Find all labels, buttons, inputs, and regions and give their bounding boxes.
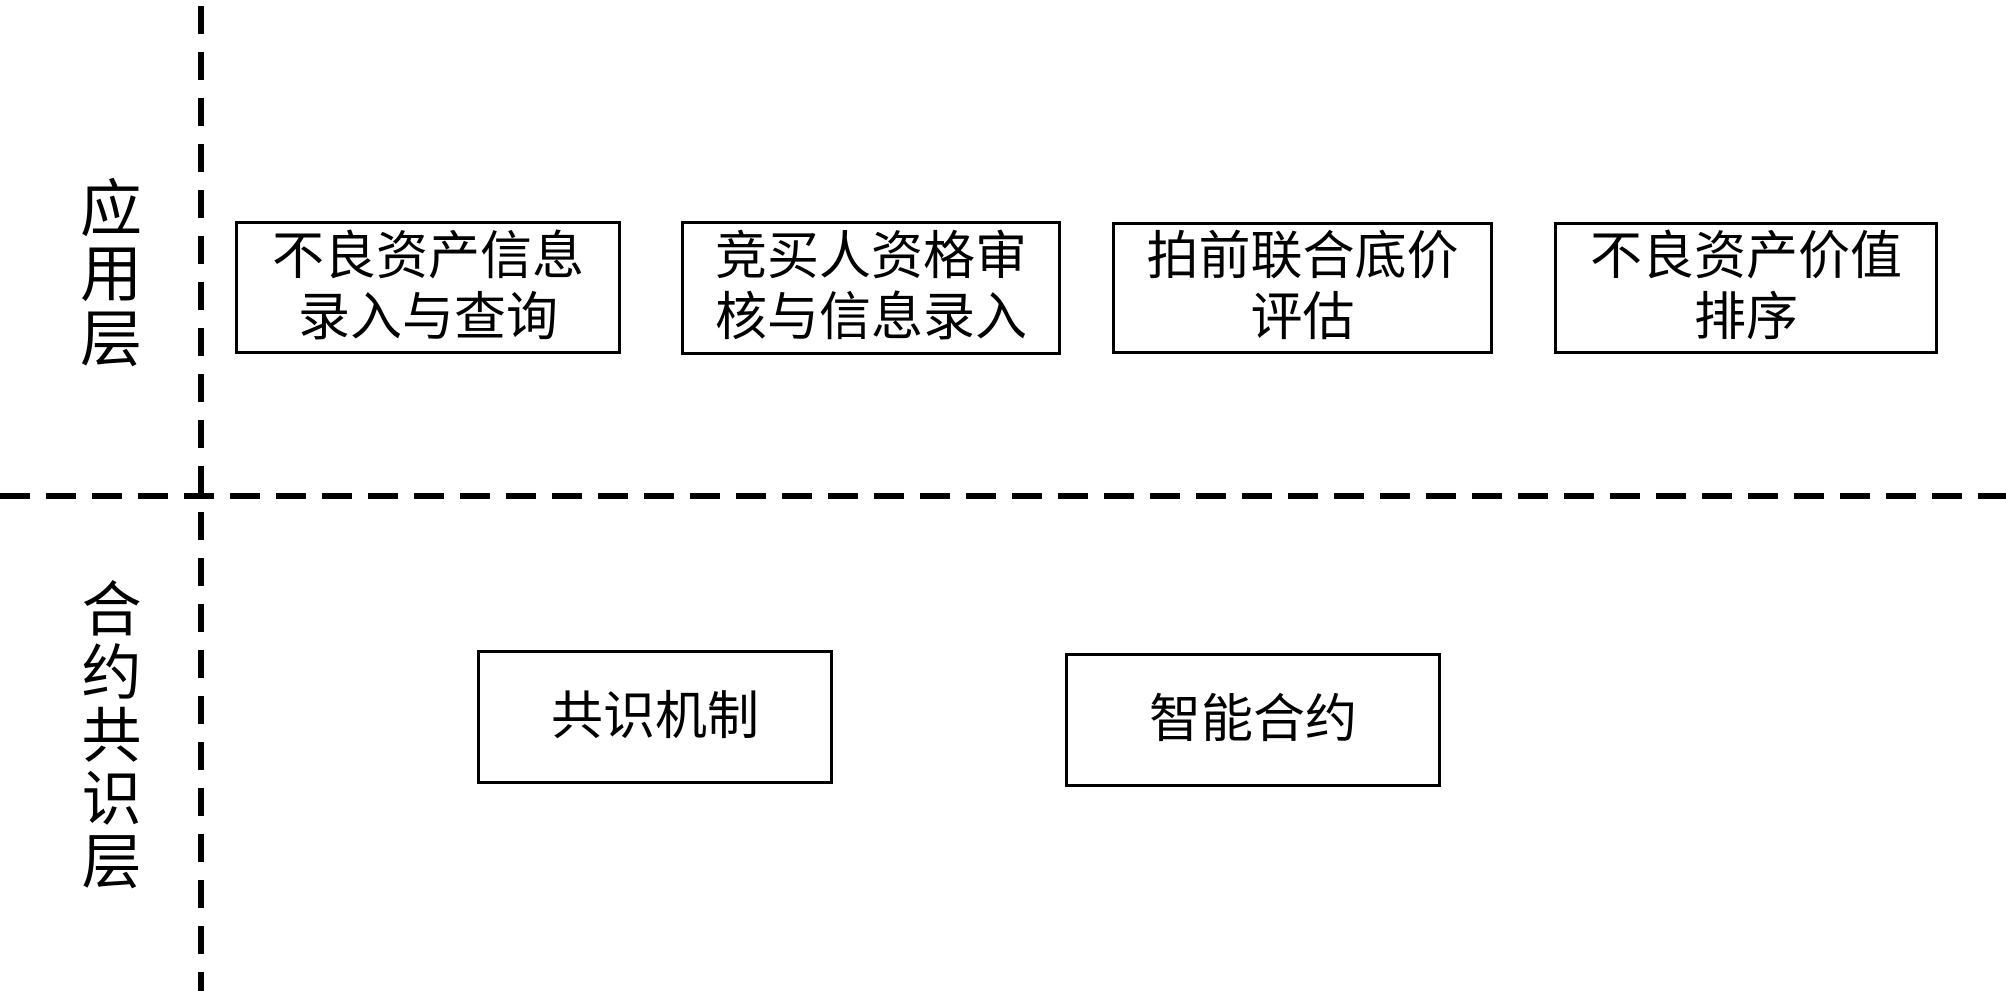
box-pre-auction-joint-reserve-price-evaluation: 拍前联合底价 评估 — [1112, 222, 1493, 354]
box-smart-contract: 智能合约 — [1065, 653, 1441, 787]
box-text-line: 评估 — [1250, 288, 1355, 348]
layer-label-contract-consensus: 合约共识层 — [71, 578, 141, 893]
box-text-line: 排序 — [1693, 288, 1798, 348]
box-text-line: 竞买人资格审 — [714, 227, 1027, 287]
layer-label-application: 应用层 — [69, 176, 142, 371]
box-text-line: 不良资产信息 — [271, 226, 584, 287]
box-npa-value-ranking: 不良资产价值 排序 — [1554, 222, 1938, 354]
box-text-line: 拍前联合底价 — [1146, 227, 1459, 287]
box-npa-info-entry-query: 不良资产信息 录入与查询 — [235, 221, 621, 354]
box-text-line: 共识机制 — [550, 686, 759, 747]
box-text-line: 智能合约 — [1148, 689, 1357, 750]
box-text-line: 核与信息录入 — [714, 288, 1027, 348]
box-bidder-qualification-review-entry: 竞买人资格审 核与信息录入 — [681, 221, 1061, 355]
box-consensus-mechanism: 共识机制 — [477, 650, 833, 784]
box-text-line: 不良资产价值 — [1589, 227, 1902, 287]
box-text-line: 录入与查询 — [297, 287, 558, 348]
